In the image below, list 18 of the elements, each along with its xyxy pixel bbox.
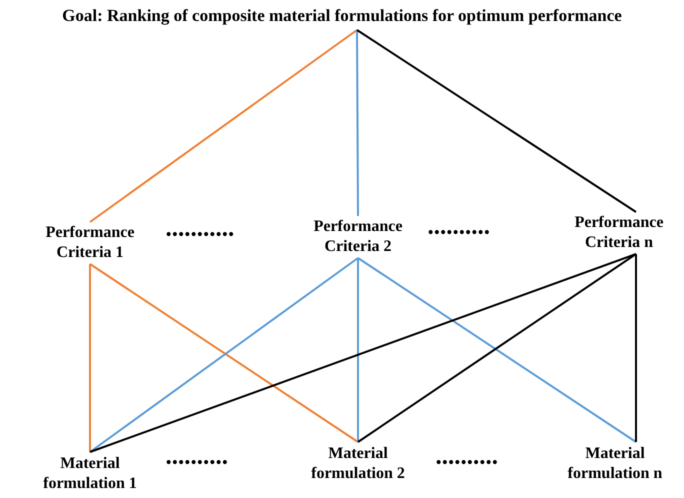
connector-line xyxy=(89,29,358,223)
connector-line xyxy=(90,253,636,453)
dot-separator: •••••••••• xyxy=(166,454,229,473)
connector-line xyxy=(635,254,637,442)
formulation-label: Material formulation n xyxy=(548,442,682,486)
dot-separator: ••••••••••• xyxy=(166,226,235,245)
dot-separator: •••••••••• xyxy=(436,454,499,473)
criteria-label: Performance Criteria 2 xyxy=(288,216,428,258)
criteria-label: Performance Criteria n xyxy=(556,212,682,254)
formulation-label: Material formulation 2 xyxy=(288,442,428,486)
connector-line xyxy=(356,29,637,213)
connector-line xyxy=(356,30,359,216)
connector-line xyxy=(357,258,359,442)
goal-heading: Goal: Ranking of composite material formulations for optimum performance xyxy=(2,2,682,30)
criteria-label: Performance Criteria 1 xyxy=(20,222,160,264)
formulation-label: Material formulation 1 xyxy=(20,452,160,496)
connector-line xyxy=(89,264,91,452)
dot-separator: •••••••••• xyxy=(428,224,491,243)
